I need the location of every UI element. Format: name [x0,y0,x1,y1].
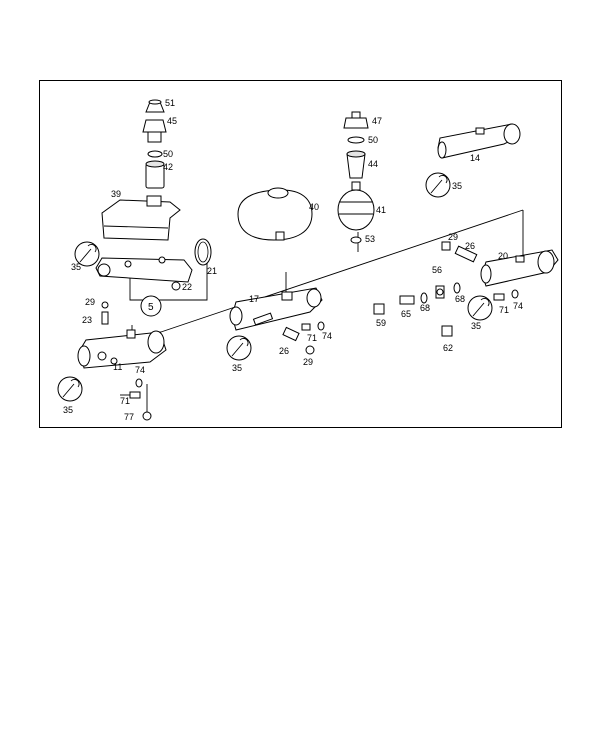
label-35: 35 [452,181,462,191]
label-35: 35 [71,262,81,272]
o-ring-21 [194,238,212,266]
bolt-71-right [493,293,505,301]
washer-74-center [317,321,325,331]
label-29: 29 [303,357,313,367]
fitting-56 [435,285,445,299]
label-71: 71 [499,305,509,315]
reservoir-40 [237,187,313,241]
wrench-icon [57,376,83,402]
label-74: 74 [135,365,145,375]
callout-circle-5 [140,295,162,317]
master-cylinder-upper [95,256,193,291]
label-23: 23 [82,315,92,325]
label-71: 71 [307,333,317,343]
label-68: 68 [455,294,465,304]
label-51: 51 [165,98,175,108]
label-68: 68 [420,303,430,313]
diagram-frame [39,80,562,428]
bolt-71-left [120,391,141,399]
reservoir-39 [101,195,181,241]
label-5: 5 [148,302,154,313]
bleeder-26-center [282,326,300,342]
label-65: 65 [401,309,411,319]
label-22: 22 [182,282,192,292]
banjo-62 [441,325,453,337]
seal-50 [147,150,163,158]
label-44: 44 [368,159,378,169]
cap-47 [343,111,369,129]
label-77: 77 [124,412,134,422]
label-21: 21 [207,266,217,276]
cap-45 [142,119,167,143]
slave-cylinder-20 [480,249,559,287]
bolt-65 [399,295,415,305]
washer-74-left [135,378,143,388]
label-41: 41 [376,205,386,215]
label-26: 26 [279,346,289,356]
washer-68-a [420,292,428,304]
accumulator-41 [337,181,375,231]
master-cylinder-14 [437,123,521,159]
label-14: 14 [470,153,480,163]
label-45: 45 [167,116,177,126]
label-53: 53 [365,234,375,244]
wrench-icon [226,335,252,361]
seal-50-center [347,136,365,144]
label-35: 35 [232,363,242,373]
cap-51 [145,99,165,113]
label-47: 47 [372,116,382,126]
label-29: 29 [85,297,95,307]
label-71: 71 [120,396,130,406]
label-40: 40 [309,202,319,212]
sensor-23 [101,301,109,325]
label-56: 56 [432,265,442,275]
bolt-71-center [301,323,311,331]
label-29: 29 [448,232,458,242]
cap-29-center [305,345,315,355]
label-11: 11 [113,362,122,372]
label-35: 35 [471,321,481,331]
label-74: 74 [513,301,523,311]
washer-68-b [453,282,461,294]
label-50: 50 [368,135,378,145]
connection-lines [129,209,524,340]
washer-74-right [511,289,519,299]
hose-fitting-26-center [252,312,274,326]
wrench-icon [425,172,451,198]
label-39: 39 [111,189,121,199]
fittings-29-26-right [441,241,478,263]
master-cylinder-lower [77,329,167,369]
label-59: 59 [376,318,386,328]
label-74: 74 [322,331,332,341]
wrench-icon [74,241,100,267]
banjo-59 [373,303,385,315]
seal-53 [350,236,362,244]
label-17: 17 [249,294,259,304]
label-42: 42 [163,162,173,172]
label-20: 20 [498,251,508,261]
nut-77 [142,411,152,421]
label-50: 50 [163,149,173,159]
label-62: 62 [443,343,453,353]
label-35: 35 [63,405,73,415]
label-26: 26 [465,241,475,251]
callout-labels: 51 45 50 42 39 35 22 21 5 29 23 11 74 71… [63,98,523,422]
filter-44 [346,150,366,179]
wrench-icon [467,295,493,321]
filter-42 [145,160,165,189]
